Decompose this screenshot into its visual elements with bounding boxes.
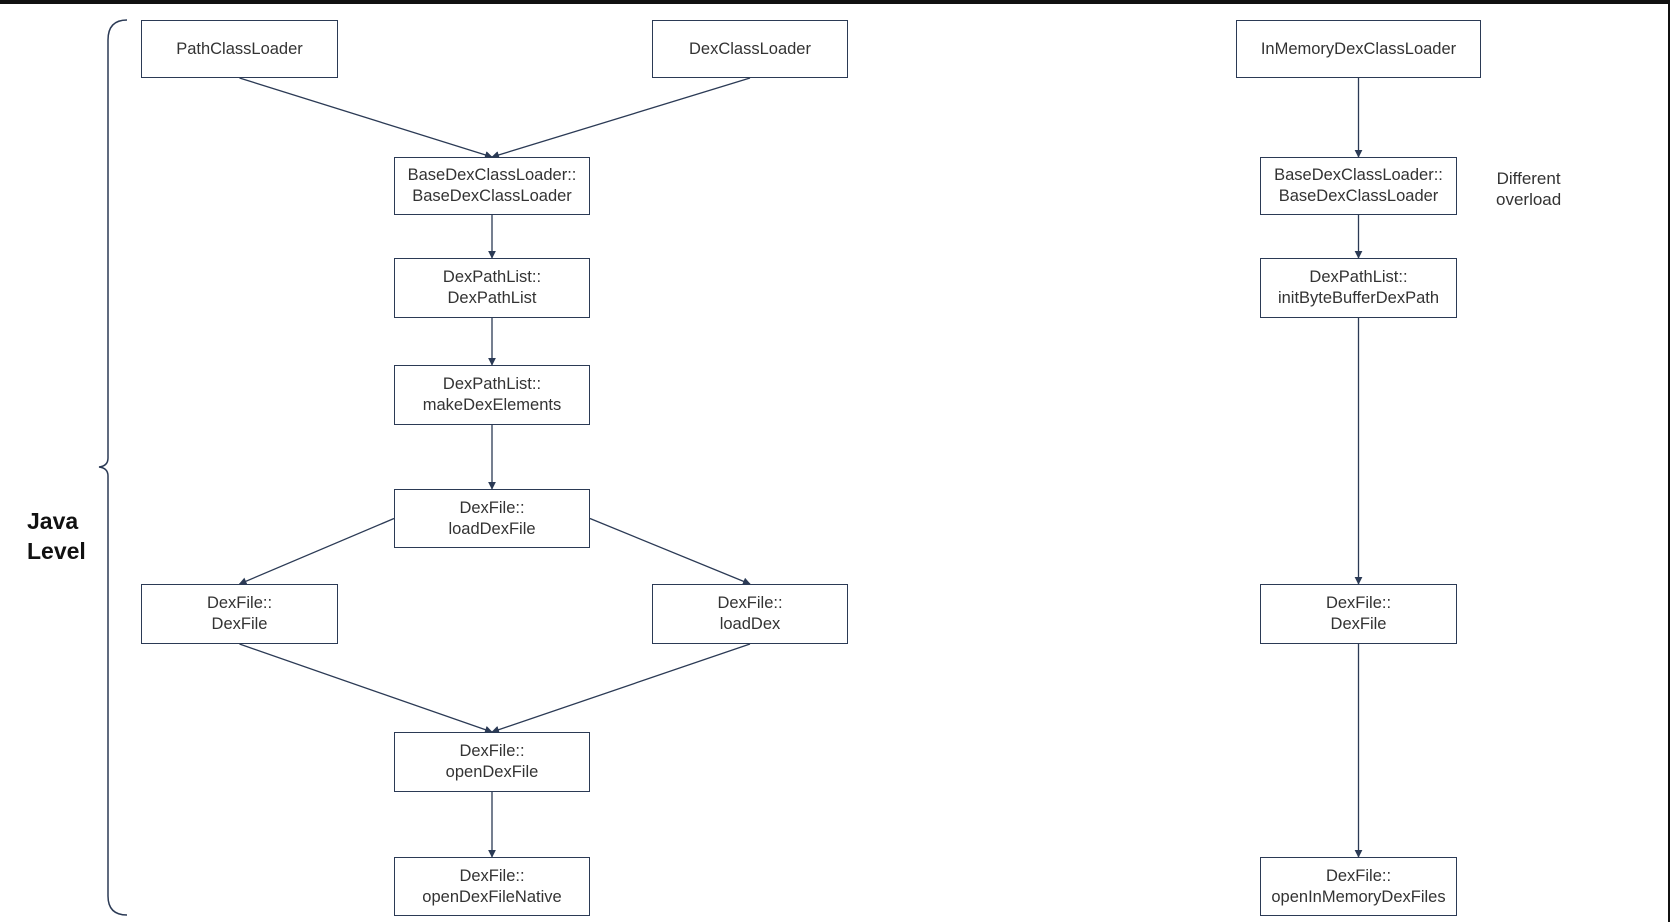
node-init-byte-buffer-dex-path: DexPathList:: initByteBufferDexPath <box>1260 258 1457 318</box>
note-line1: Different <box>1496 169 1561 188</box>
right-border <box>1668 0 1670 922</box>
node-line: DexPathList <box>447 289 537 307</box>
different-overload-note: Different overload <box>1496 168 1561 210</box>
node-line: DexFile <box>211 615 268 633</box>
node-in-memory-dex-class-loader: InMemoryDexClassLoader <box>1236 20 1481 78</box>
node-line: DexFile:: <box>717 594 783 612</box>
node-line: openDexFileNative <box>422 887 562 906</box>
node-load-dex: DexFile:: loadDex <box>652 584 848 644</box>
node-line: DexPathList:: <box>442 268 542 286</box>
node-line: DexPathList:: <box>1309 268 1408 286</box>
node-open-dex-file-native: DexFile:: openDexFileNative <box>394 857 590 916</box>
top-border <box>0 0 1670 4</box>
node-line: openDexFile <box>445 763 539 781</box>
node-line: makeDexElements <box>422 396 562 414</box>
node-line: loadDexFile <box>448 519 536 538</box>
node-line: BaseDexClassLoader <box>412 187 572 205</box>
node-line: PathClassLoader <box>176 39 303 58</box>
node-line: initByteBufferDexPath <box>1277 289 1440 307</box>
node-line: DexPathList:: <box>442 375 542 393</box>
node-line: loadDex <box>719 615 781 633</box>
note-line2: overload <box>1496 190 1562 209</box>
node-dex-path-list-ctor: DexPathList:: DexPathList <box>394 258 590 318</box>
edge-load_dex_file-to-load_dex <box>589 517 751 585</box>
node-line: DexFile <box>1330 615 1387 633</box>
node-line: BaseDexClassLoader:: <box>407 166 577 184</box>
node-line: DexFile:: <box>459 866 525 885</box>
edge-dexfile_ctor_left-to-open_dex_file <box>239 643 493 734</box>
edge-load_dex-to-open_dex_file <box>491 643 751 734</box>
node-line: DexFile:: <box>459 498 525 517</box>
node-make-dex-elements: DexPathList:: makeDexElements <box>394 365 590 425</box>
node-line: DexFile:: <box>459 742 525 760</box>
node-base-dex-class-loader-left: BaseDexClassLoader:: BaseDexClassLoader <box>394 157 590 215</box>
node-line: BaseDexClassLoader:: <box>1274 166 1443 184</box>
edge-dex_class_loader-to-base_dex_ctor_left <box>491 77 751 159</box>
java-level-brace <box>98 19 128 916</box>
node-line: openInMemoryDexFiles <box>1271 887 1446 906</box>
node-line: DexFile:: <box>1325 866 1392 885</box>
node-dexfile-ctor-right: DexFile:: DexFile <box>1260 584 1457 644</box>
edge-path_class_loader-to-base_dex_ctor_left <box>239 77 493 159</box>
node-open-dex-file: DexFile:: openDexFile <box>394 732 590 792</box>
node-line: DexClassLoader <box>689 39 811 58</box>
node-path-class-loader: PathClassLoader <box>141 20 338 78</box>
node-dex-class-loader: DexClassLoader <box>652 20 848 78</box>
java-level-line2: Level <box>27 538 86 564</box>
node-base-dex-class-loader-right: BaseDexClassLoader:: BaseDexClassLoader <box>1260 157 1457 215</box>
java-level-line1: Java <box>27 508 79 534</box>
node-dexfile-ctor-left: DexFile:: DexFile <box>141 584 338 644</box>
edge-load_dex_file-to-dexfile_ctor_left <box>238 517 395 585</box>
node-line: BaseDexClassLoader <box>1278 187 1439 205</box>
node-open-in-memory-dex-files: DexFile:: openInMemoryDexFiles <box>1260 857 1457 916</box>
node-line: InMemoryDexClassLoader <box>1260 39 1457 58</box>
node-load-dex-file: DexFile:: loadDexFile <box>394 489 590 548</box>
node-line: DexFile:: <box>1325 594 1392 612</box>
node-line: DexFile:: <box>206 594 273 612</box>
java-level-label: Java Level <box>27 506 86 566</box>
